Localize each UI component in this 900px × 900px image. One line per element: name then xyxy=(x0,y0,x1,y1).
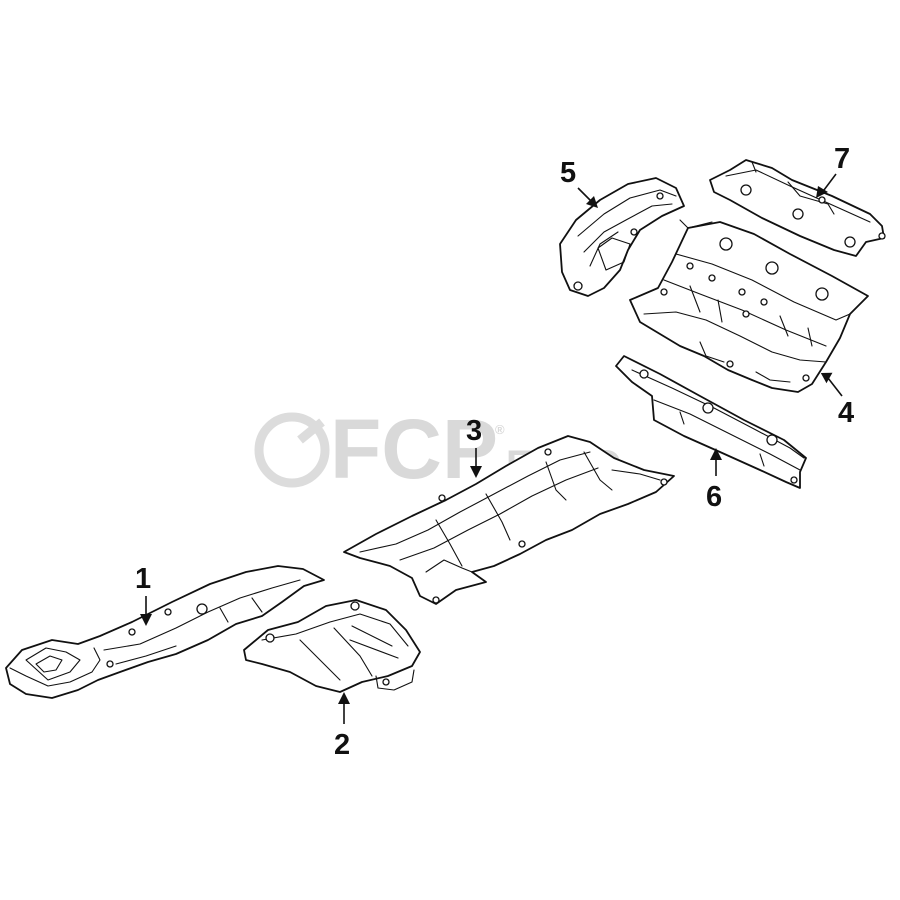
callout-4: 4 xyxy=(820,372,854,429)
callout-6: 6 xyxy=(706,448,722,513)
callout-label: 1 xyxy=(135,563,151,595)
callout-label: 4 xyxy=(838,397,854,429)
callout-label: 2 xyxy=(334,729,350,761)
callout-label: 5 xyxy=(560,157,576,189)
callout-3: 3 xyxy=(466,415,482,478)
part-4-heat-shield xyxy=(629,219,869,393)
callout-label: 7 xyxy=(834,143,850,175)
part-6-bracket xyxy=(615,355,807,489)
callout-7: 7 xyxy=(816,143,850,198)
callout-label: 6 xyxy=(706,481,722,513)
part-5-heat-shield xyxy=(559,177,685,297)
watermark-brand: FCP xyxy=(330,402,498,496)
callout-label: 3 xyxy=(466,415,482,447)
part-7-heat-shield xyxy=(709,159,886,257)
callout-2: 2 xyxy=(334,692,350,761)
part-1-heat-shield xyxy=(5,565,325,699)
callout-1: 1 xyxy=(135,563,152,626)
part-2-heat-shield xyxy=(243,599,421,693)
part-3-heat-shield xyxy=(343,435,675,605)
callout-5: 5 xyxy=(560,157,598,208)
watermark-registered: ® xyxy=(495,422,505,437)
